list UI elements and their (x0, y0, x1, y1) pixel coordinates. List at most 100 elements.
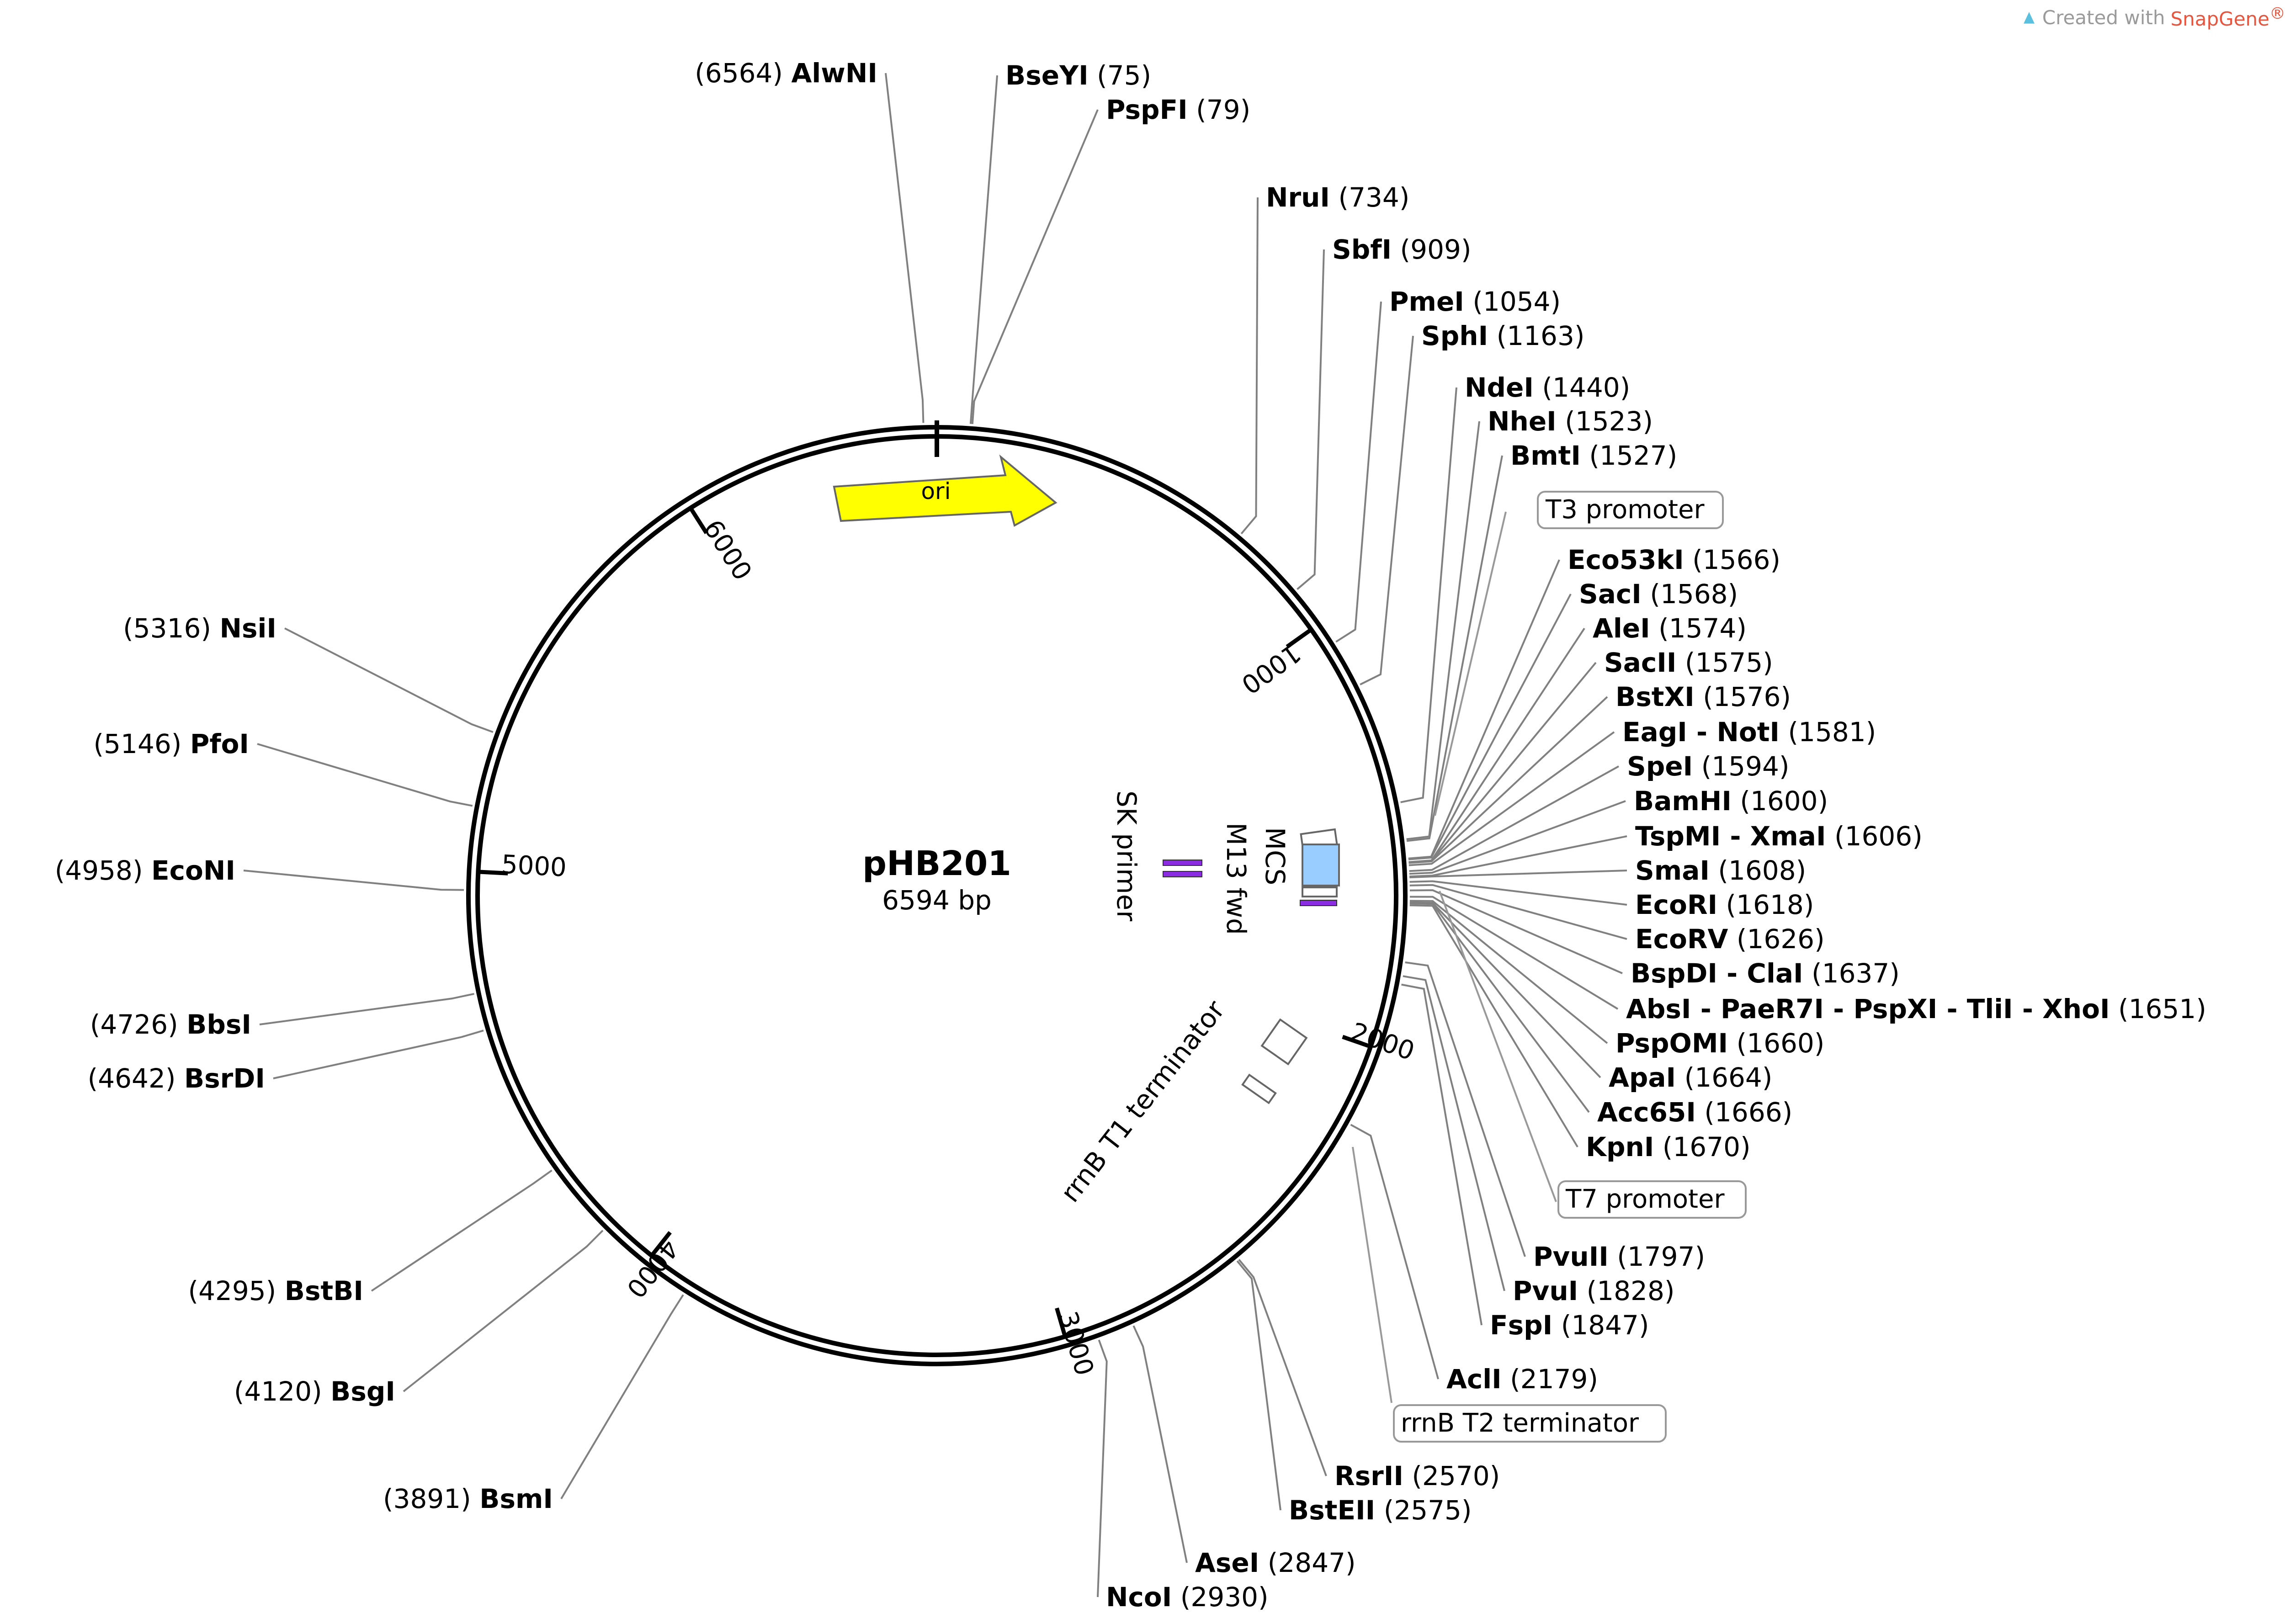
site-gap (1259, 1547, 1267, 1578)
site-name: AclI (1446, 1364, 1502, 1395)
site-27: KpnI (1670) (1586, 1131, 1751, 1162)
site-label-33: BstEII (2575) (1289, 1495, 1472, 1526)
site-pos: (909) (1400, 234, 1472, 265)
site-label-42: (5146) PfoI (94, 728, 249, 759)
site-name: PspFI (1106, 94, 1188, 125)
sk-primer-icon-a (1163, 860, 1202, 866)
tick-1000 (1286, 628, 1313, 649)
site-pos: (4642) (88, 1063, 176, 1094)
site-gap (211, 613, 219, 644)
site-label-18: TspMI - XmaI (1606) (1635, 821, 1923, 852)
site-pos: (2570) (1412, 1460, 1500, 1491)
leader-14 (1408, 696, 1608, 864)
site-41: (4958) EcoNI (55, 855, 235, 886)
site-42: (5146) PfoI (94, 728, 249, 759)
site-pos: (1575) (1685, 647, 1773, 678)
site-pos: (1523) (1565, 406, 1653, 437)
site-pos: (734) (1338, 182, 1409, 213)
site-pos: (1670) (1663, 1131, 1751, 1162)
site-pos: (1574) (1658, 613, 1747, 644)
site-pos: (3891) (383, 1483, 471, 1514)
site-name: NcoI (1106, 1582, 1172, 1613)
site-14: BstXI (1576) (1615, 681, 1791, 712)
site-label-24: PspOMI (1660) (1615, 1028, 1824, 1059)
site-label-27: KpnI (1670) (1586, 1131, 1751, 1162)
tick-3000 (1055, 1307, 1067, 1337)
site-label-15: EagI - NotI (1581) (1622, 716, 1876, 748)
site-pos: (6564) (695, 58, 783, 89)
site-name: PfoI (190, 728, 249, 759)
site-9: BmtI (1527) (1510, 440, 1677, 471)
site-name: Eco53kI (1568, 544, 1684, 575)
site-gap (1552, 1310, 1561, 1341)
t7-leader (1439, 891, 1557, 1202)
site-37: (4120) BsgI (234, 1376, 395, 1407)
site-22: BspDI - ClaI (1637) (1631, 958, 1900, 989)
tick-label-6000: 6000 (697, 515, 757, 586)
site-name: EcoRI (1635, 889, 1717, 920)
site-label-38: (4295) BstBI (188, 1275, 363, 1306)
tick-6000 (689, 507, 708, 535)
leader-22 (1409, 889, 1623, 974)
site-name: KpnI (1586, 1131, 1654, 1162)
sk-primer-icon-b (1163, 871, 1202, 877)
tick-label-3000: 3000 (1052, 1308, 1099, 1379)
site-gap (1676, 647, 1685, 678)
site-gap (1172, 1582, 1180, 1613)
site-0: (6564) AlwNI (695, 58, 877, 89)
leader-42 (257, 743, 473, 807)
site-pos: (1797) (1617, 1241, 1705, 1272)
site-15: EagI - NotI (1581) (1622, 716, 1876, 748)
leader-4 (1297, 249, 1325, 590)
site-gap (471, 1483, 479, 1514)
site-gap (1732, 785, 1740, 817)
site-26: Acc65I (1666) (1597, 1097, 1792, 1128)
plasmid-name: pHB201 (862, 844, 1011, 883)
site-43: (5316) NsiI (123, 613, 276, 644)
leader-39 (273, 1030, 484, 1079)
leader-17 (1409, 800, 1626, 875)
m13-primer-icon (1300, 900, 1337, 906)
site-gap (1089, 60, 1097, 91)
site-3: NruI (734) (1266, 182, 1409, 213)
leader-27 (1409, 904, 1578, 1148)
site-name: BstBI (285, 1275, 363, 1306)
site-label-35: NcoI (2930) (1106, 1582, 1269, 1613)
site-label-25: ApaI (1664) (1609, 1062, 1772, 1093)
site-label-23: AbsI - PaeR7I - PspXI - TliI - XhoI (165… (1626, 993, 2206, 1024)
site-label-0: (6564) AlwNI (695, 58, 877, 89)
t1-small-box-icon (1241, 1073, 1277, 1104)
plasmid-size: 6594 bp (882, 885, 992, 916)
site-name: PvuII (1533, 1241, 1609, 1272)
site-pos: (1828) (1587, 1275, 1675, 1306)
site-gap (1696, 1097, 1704, 1128)
site-pos: (75) (1097, 60, 1151, 91)
site-pos: (1660) (1737, 1028, 1825, 1059)
site-name: SacI (1579, 578, 1642, 610)
site-gap (322, 1376, 330, 1407)
site-name: NheI (1488, 406, 1557, 437)
site-11: SacI (1568) (1579, 578, 1738, 610)
feature-mcs: MCS (1259, 827, 1340, 897)
site-gap (1392, 234, 1400, 265)
site-name: BamHI (1634, 785, 1732, 817)
site-gap (1188, 94, 1196, 125)
site-gap (1578, 1275, 1586, 1306)
site-name: SmaI (1635, 855, 1710, 886)
site-gap (176, 1063, 184, 1094)
site-label-7: NdeI (1440) (1465, 372, 1630, 403)
leader-36 (560, 1294, 684, 1500)
t7-text: T7 promoter (1565, 1184, 1725, 1214)
site-gap (1609, 1241, 1617, 1272)
site-gap (1330, 182, 1338, 213)
site-gap (1642, 578, 1650, 610)
site-gap (143, 855, 151, 886)
site-label-3: NruI (734) (1266, 182, 1409, 213)
site-31: AclI (2179) (1446, 1364, 1598, 1395)
site-label-13: SacII (1575) (1604, 647, 1773, 678)
site-32: RsrII (2570) (1334, 1460, 1500, 1491)
site-label-1: BseYI (75) (1005, 60, 1151, 91)
leader-18 (1409, 835, 1627, 878)
